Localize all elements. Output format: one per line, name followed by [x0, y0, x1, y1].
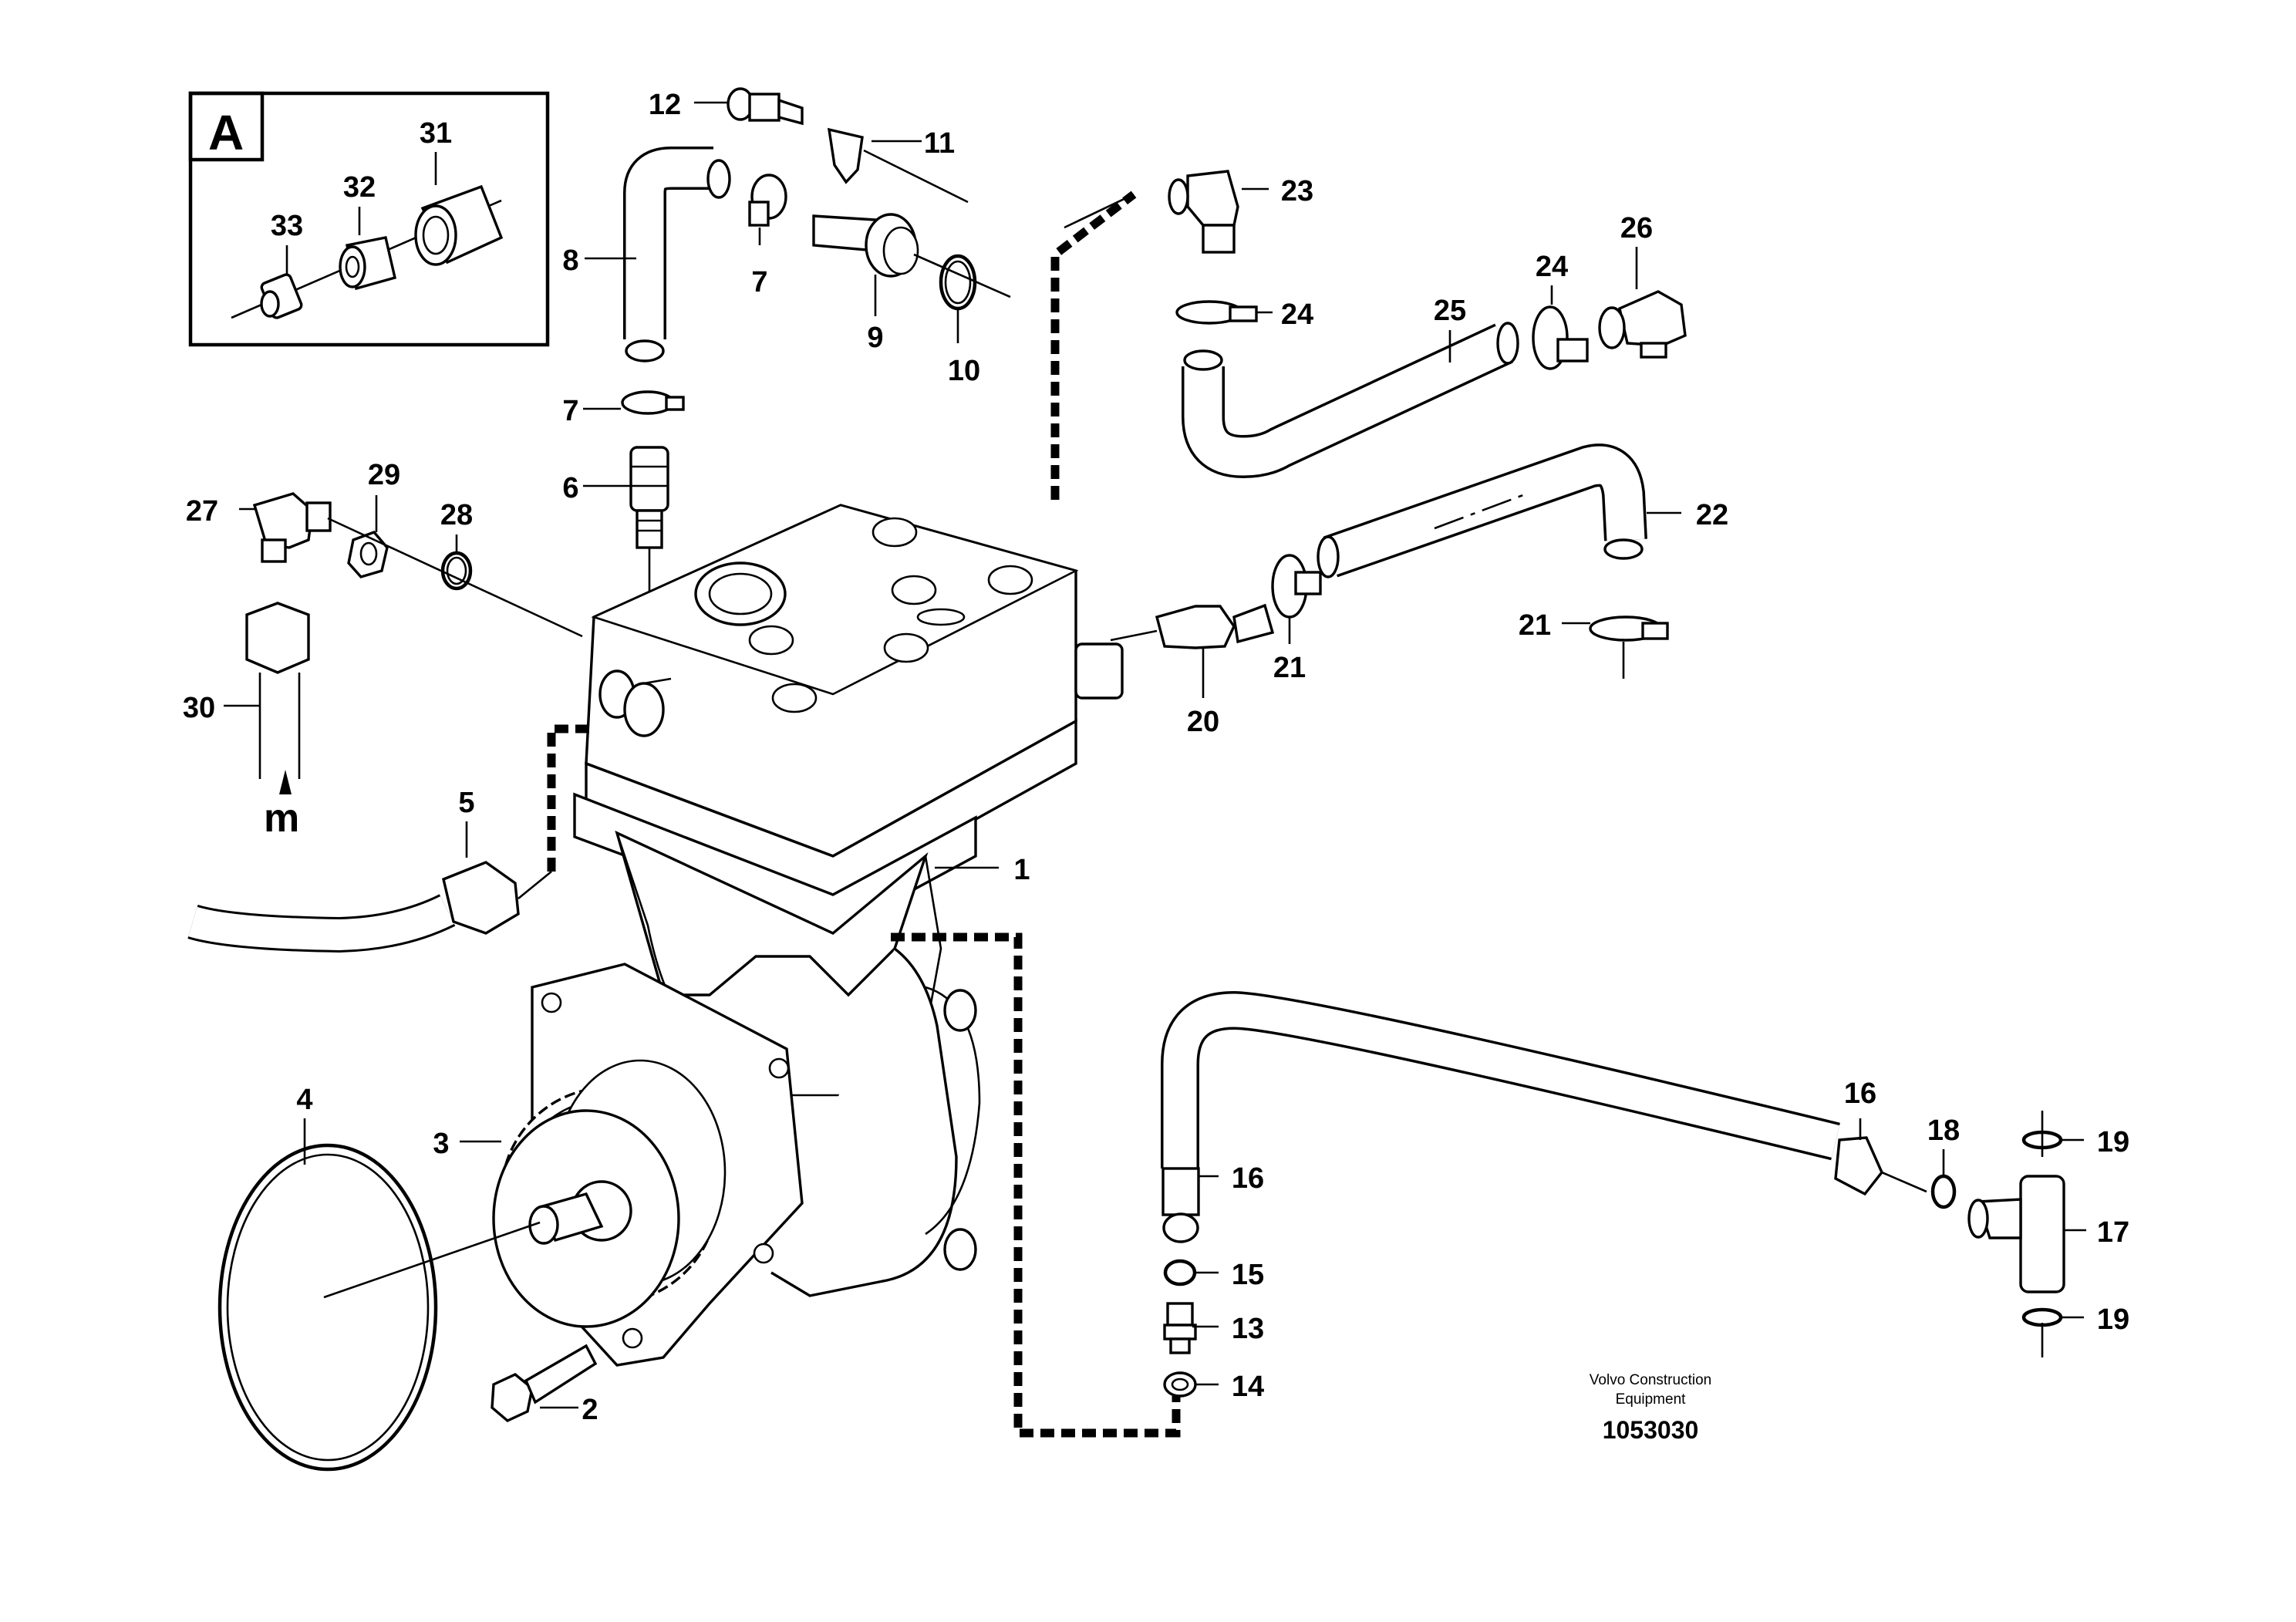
nut-29 [347, 530, 389, 578]
callout-31: 31 [420, 117, 452, 150]
callout-7-lower: 7 [562, 395, 578, 427]
hose-clamp-7-lower [621, 390, 685, 415]
callout-18: 18 [1927, 1114, 1960, 1147]
callout-28: 28 [440, 499, 473, 531]
callout-3: 3 [433, 1128, 449, 1160]
hose-8 [623, 147, 731, 363]
callout-26: 26 [1620, 212, 1653, 244]
compressor-1 [492, 504, 1124, 1367]
hose-25 [1182, 322, 1519, 479]
callout-22: 22 [1696, 499, 1728, 531]
callout-2: 2 [582, 1394, 598, 1426]
view-arrow-m: m [264, 770, 299, 841]
callout-27: 27 [186, 495, 218, 528]
callout-23: 23 [1281, 175, 1313, 207]
callout-11: 11 [924, 127, 955, 160]
hose-clamp-24-left [1175, 300, 1258, 325]
elbow-27 [252, 492, 332, 563]
callout-17: 17 [2097, 1216, 2129, 1249]
o-ring-4 [217, 1143, 541, 1472]
callout-9: 9 [867, 322, 883, 354]
washer-14 [1163, 1371, 1197, 1398]
bracket-11 [827, 127, 969, 204]
o-ring-18 [1930, 1174, 1957, 1209]
callout-29: 29 [368, 459, 400, 491]
o-ring-10 [939, 254, 977, 311]
callout-32: 32 [343, 171, 376, 204]
callout-16-right: 16 [1844, 1077, 1876, 1110]
nipple-13 [1163, 1302, 1197, 1354]
callout-21-right: 21 [1519, 609, 1551, 642]
hose-22 [1317, 443, 1647, 578]
callout-33: 33 [271, 210, 303, 242]
callout-19-bottom: 19 [2097, 1303, 2129, 1336]
callout-5: 5 [458, 787, 474, 819]
callout-12: 12 [649, 89, 681, 121]
callout-6: 6 [562, 472, 578, 504]
drawing-footer: Volvo Construction Equipment 1053030 [1590, 1372, 1711, 1444]
nipple-6 [629, 446, 669, 609]
callout-14: 14 [1232, 1371, 1264, 1403]
bolt-12 [727, 87, 804, 126]
callout-24-left: 24 [1281, 298, 1313, 331]
hose-clamp-24-right [1532, 305, 1589, 370]
callout-15: 15 [1232, 1259, 1264, 1291]
hose-clamp-7-upper [748, 174, 787, 227]
callout-13: 13 [1232, 1313, 1264, 1345]
hose-clamp-21-left [1271, 554, 1322, 619]
callout-4: 4 [296, 1084, 312, 1116]
tee-17 [1967, 1111, 2065, 1357]
callout-24-right: 24 [1536, 251, 1568, 283]
callout-21-left: 21 [1273, 652, 1306, 684]
view-letter: m [264, 796, 299, 841]
pipe-5 [187, 861, 552, 953]
footer-company: Volvo Construction [1590, 1372, 1711, 1388]
footer-division: Equipment [1616, 1391, 1687, 1408]
hose-clamp-21-right [1589, 615, 1669, 679]
callout-7-upper: 7 [751, 266, 767, 298]
bolt-2 [491, 1344, 598, 1422]
callout-10: 10 [948, 355, 980, 387]
inset-letter: A [208, 105, 244, 160]
callout-25: 25 [1434, 295, 1466, 327]
callout-20: 20 [1187, 706, 1219, 738]
pipe-16 [1161, 990, 1927, 1243]
callout-16-left: 16 [1232, 1162, 1264, 1195]
elbow-23 [1168, 170, 1239, 254]
callout-1: 1 [1013, 854, 1030, 886]
connector-20 [1110, 603, 1275, 649]
detail-inset-a: A [188, 91, 550, 347]
pipe-30 [245, 602, 310, 779]
o-ring-15 [1163, 1259, 1197, 1286]
callout-8: 8 [562, 244, 578, 277]
connector-9 [812, 213, 1011, 298]
elbow-26 [1598, 290, 1687, 359]
drawing-number: 1053030 [1603, 1416, 1699, 1444]
callout-19-top: 19 [2097, 1126, 2129, 1158]
callout-30: 30 [183, 692, 215, 724]
